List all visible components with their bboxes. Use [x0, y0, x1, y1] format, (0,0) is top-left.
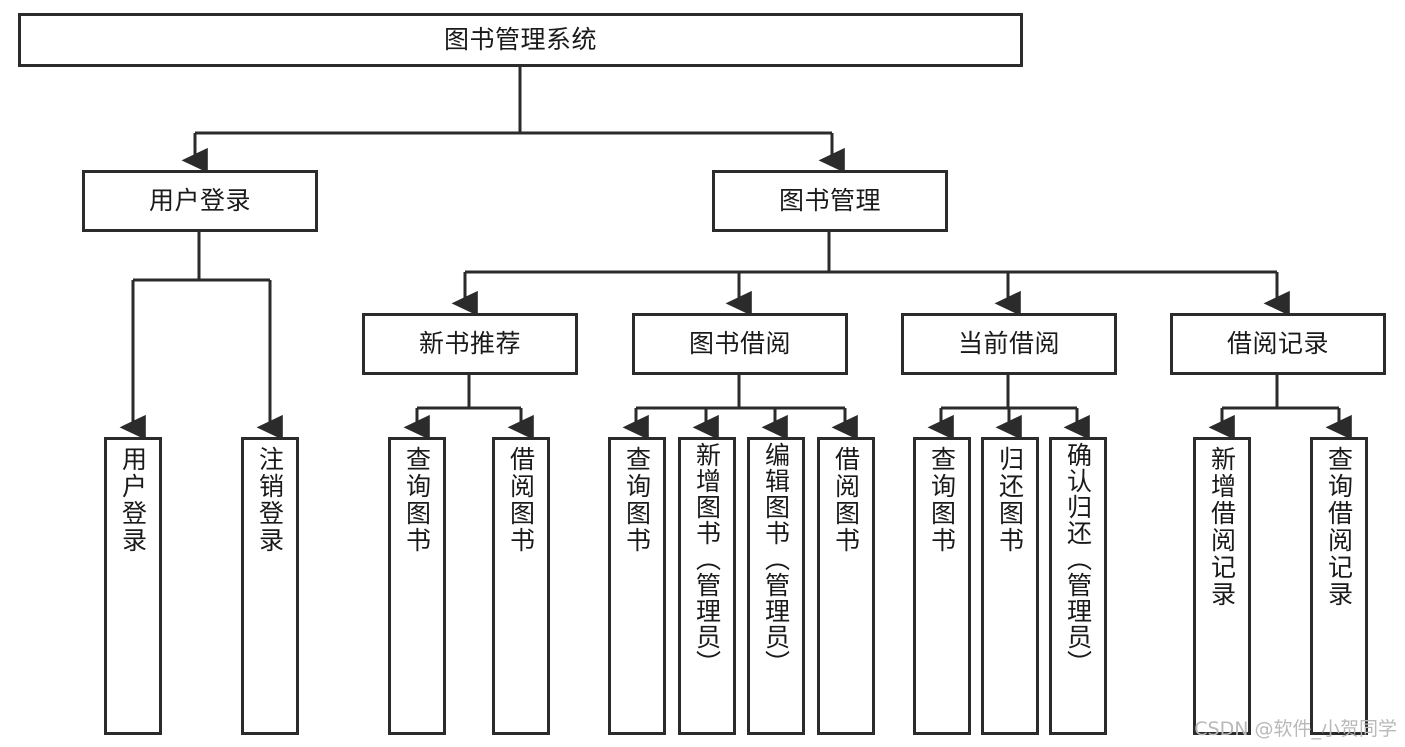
node-borrow-record[interactable]: 借阅记录 [1170, 313, 1386, 375]
node-borrow-record-label: 借阅记录 [1226, 329, 1329, 358]
node-leaf-edit-book[interactable]: 编辑图书（管理员） [747, 437, 805, 735]
node-book-manage-label: 图书管理 [778, 186, 881, 215]
node-leaf-add-record-label: 新增借阅记录 [1207, 446, 1237, 608]
node-leaf-query-book-3-label: 查询图书 [927, 446, 957, 554]
node-leaf-add-book[interactable]: 新增图书（管理员） [678, 437, 736, 735]
node-leaf-return-book[interactable]: 归还图书 [981, 437, 1039, 735]
node-leaf-add-book-label: 新增图书（管理员） [692, 442, 722, 676]
node-leaf-confirm-return[interactable]: 确认归还（管理员） [1049, 437, 1107, 735]
node-leaf-borrow-book-2[interactable]: 借阅图书 [817, 437, 875, 735]
node-current-borrow[interactable]: 当前借阅 [901, 313, 1117, 375]
node-leaf-query-book-2-label: 查询图书 [622, 446, 652, 554]
node-new-book-recommend[interactable]: 新书推荐 [362, 313, 578, 375]
node-user-login-label: 用户登录 [148, 186, 251, 215]
node-root[interactable]: 图书管理系统 [18, 13, 1023, 67]
csdn-watermark: CSDN @软件_小贺同学 [1194, 718, 1397, 740]
node-leaf-user-login[interactable]: 用户登录 [104, 437, 162, 735]
node-book-manage[interactable]: 图书管理 [712, 170, 948, 232]
node-leaf-query-book-2[interactable]: 查询图书 [608, 437, 666, 735]
node-new-book-recommend-label: 新书推荐 [418, 329, 521, 358]
node-leaf-borrow-book-1[interactable]: 借阅图书 [492, 437, 550, 735]
node-leaf-borrow-book-2-label: 借阅图书 [831, 446, 861, 554]
node-leaf-query-book-3[interactable]: 查询图书 [913, 437, 971, 735]
node-leaf-query-record[interactable]: 查询借阅记录 [1310, 437, 1368, 735]
node-root-label: 图书管理系统 [443, 25, 597, 54]
node-book-borrow[interactable]: 图书借阅 [632, 313, 848, 375]
node-leaf-query-record-label: 查询借阅记录 [1324, 446, 1354, 608]
node-leaf-add-record[interactable]: 新增借阅记录 [1193, 437, 1251, 735]
node-leaf-query-book-1-label: 查询图书 [402, 446, 432, 554]
node-leaf-query-book-1[interactable]: 查询图书 [388, 437, 446, 735]
node-book-borrow-label: 图书借阅 [688, 329, 791, 358]
node-current-borrow-label: 当前借阅 [957, 329, 1060, 358]
node-leaf-confirm-return-label: 确认归还（管理员） [1063, 442, 1093, 676]
node-leaf-edit-book-label: 编辑图书（管理员） [761, 442, 791, 676]
node-leaf-logout-login-label: 注销登录 [255, 446, 285, 554]
node-leaf-return-book-label: 归还图书 [995, 446, 1025, 554]
node-user-login[interactable]: 用户登录 [82, 170, 318, 232]
node-leaf-logout-login[interactable]: 注销登录 [241, 437, 299, 735]
node-leaf-user-login-label: 用户登录 [118, 446, 148, 554]
node-leaf-borrow-book-1-label: 借阅图书 [506, 446, 536, 554]
